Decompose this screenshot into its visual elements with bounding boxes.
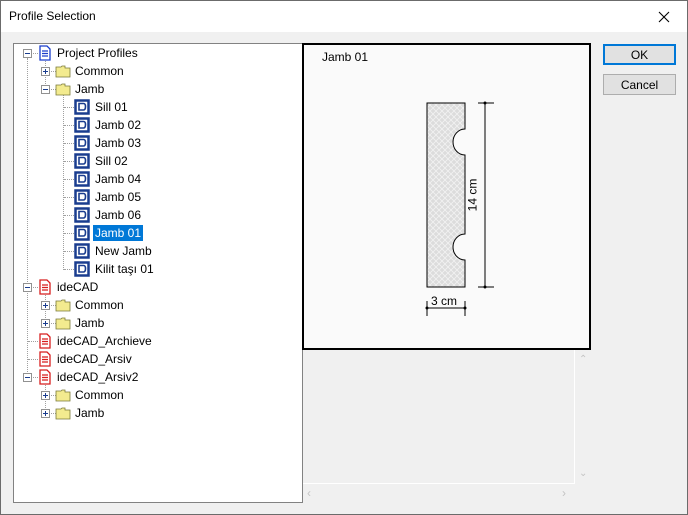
tree-item-jamb-04[interactable]: Jamb 04 xyxy=(95,172,142,186)
profile-icon xyxy=(74,225,90,241)
window-title: Profile Selection xyxy=(9,9,96,23)
tree-item-new-jamb[interactable]: New Jamb xyxy=(95,244,152,258)
tree-line xyxy=(64,107,74,108)
cancel-button[interactable]: Cancel xyxy=(603,74,676,95)
collapse-toggle[interactable] xyxy=(41,85,50,94)
width-dimension-label: 3 cm xyxy=(431,294,458,308)
expand-toggle[interactable] xyxy=(41,391,50,400)
expand-toggle[interactable] xyxy=(41,67,50,76)
profile-drawing xyxy=(425,101,494,316)
tree-item-common[interactable]: Common xyxy=(75,298,124,312)
preview-scroll-area xyxy=(303,350,575,484)
tree-line xyxy=(64,143,74,144)
tree-line xyxy=(28,341,38,342)
profile-tree[interactable]: Project Profiles Common Jamb Sill 01 Jam… xyxy=(13,43,303,503)
tree-line xyxy=(64,251,74,252)
profile-preview: Jamb 01 14 cm 3 cm xyxy=(302,43,591,350)
tree-item-jamb[interactable]: Jamb xyxy=(75,82,105,96)
tree-line xyxy=(64,215,74,216)
tree-item-idecad-arsiv2[interactable]: ideCAD_Arsiv2 xyxy=(57,370,139,384)
scroll-right-icon[interactable]: › xyxy=(562,486,566,500)
folder-icon xyxy=(55,83,71,96)
document-red-icon xyxy=(39,279,51,295)
tree-line xyxy=(33,53,38,54)
tree-line xyxy=(64,269,74,270)
profile-icon xyxy=(74,189,90,205)
document-red-icon xyxy=(39,333,51,349)
height-dimension-label: 14 cm xyxy=(465,178,480,212)
close-button[interactable] xyxy=(641,1,687,32)
document-red-icon xyxy=(39,369,51,385)
tree-line xyxy=(64,161,74,162)
profile-icon xyxy=(74,171,90,187)
tree-line xyxy=(51,305,56,306)
tree-item-jamb-02[interactable]: Jamb 02 xyxy=(95,118,142,132)
tree-item-jamb-06[interactable]: Jamb 06 xyxy=(95,208,142,222)
title-bar: Profile Selection xyxy=(1,1,687,32)
tree-line xyxy=(51,395,56,396)
scroll-down-icon[interactable]: ⌄ xyxy=(579,468,588,479)
scroll-up-icon[interactable]: ⌃ xyxy=(579,354,588,365)
tree-line xyxy=(27,58,28,376)
tree-item-idecad-arsiv[interactable]: ideCAD_Arsiv xyxy=(57,352,132,366)
folder-icon xyxy=(55,317,71,330)
expand-toggle[interactable] xyxy=(41,319,50,328)
scroll-left-icon[interactable]: ‹ xyxy=(307,486,311,500)
close-icon xyxy=(658,11,670,22)
ok-button[interactable]: OK xyxy=(603,44,676,65)
tree-item-project-profiles[interactable]: Project Profiles xyxy=(57,46,138,60)
tree-line xyxy=(33,377,38,378)
tree-item-sill-02[interactable]: Sill 02 xyxy=(95,154,128,168)
document-red-icon xyxy=(39,351,51,367)
expand-toggle[interactable] xyxy=(41,301,50,310)
tree-line xyxy=(64,179,74,180)
tree-item-common[interactable]: Common xyxy=(75,388,124,402)
horizontal-scrollbar[interactable]: ‹ › xyxy=(303,484,575,501)
tree-line xyxy=(33,287,38,288)
folder-icon xyxy=(55,65,71,78)
profile-icon xyxy=(74,261,90,277)
tree-item-kilit-tasi-01[interactable]: Kilit taşı 01 xyxy=(95,262,154,276)
tree-line xyxy=(51,323,56,324)
profile-icon xyxy=(74,117,90,133)
tree-line xyxy=(51,71,56,72)
tree-line xyxy=(51,413,56,414)
tree-line xyxy=(64,197,74,198)
tree-item-common[interactable]: Common xyxy=(75,64,124,78)
tree-line xyxy=(63,94,64,270)
profile-icon xyxy=(74,99,90,115)
collapse-toggle[interactable] xyxy=(23,283,32,292)
tree-line xyxy=(64,125,74,126)
folder-icon xyxy=(55,407,71,420)
profile-icon xyxy=(74,153,90,169)
tree-item-jamb[interactable]: Jamb xyxy=(75,406,105,420)
folder-icon xyxy=(55,299,71,312)
tree-line xyxy=(28,359,38,360)
tree-line xyxy=(51,89,56,90)
tree-item-idecad-archieve[interactable]: ideCAD_Archieve xyxy=(57,334,152,348)
profile-icon xyxy=(74,243,90,259)
expand-toggle[interactable] xyxy=(41,409,50,418)
folder-icon xyxy=(55,389,71,402)
tree-line xyxy=(64,233,74,234)
collapse-toggle[interactable] xyxy=(23,373,32,382)
tree-item-idecad[interactable]: ideCAD xyxy=(57,280,99,294)
tree-item-jamb-03[interactable]: Jamb 03 xyxy=(95,136,142,150)
tree-item-jamb-01-selected[interactable]: Jamb 01 xyxy=(93,225,144,241)
preview-title: Jamb 01 xyxy=(322,50,369,64)
tree-item-jamb[interactable]: Jamb xyxy=(75,316,105,330)
profile-icon xyxy=(74,207,90,223)
collapse-toggle[interactable] xyxy=(23,49,32,58)
profile-icon xyxy=(74,135,90,151)
tree-item-jamb-05[interactable]: Jamb 05 xyxy=(95,190,142,204)
tree-item-sill-01[interactable]: Sill 01 xyxy=(95,100,128,114)
document-blue-icon xyxy=(39,45,51,61)
vertical-scrollbar[interactable]: ⌃ ⌄ xyxy=(575,350,592,484)
